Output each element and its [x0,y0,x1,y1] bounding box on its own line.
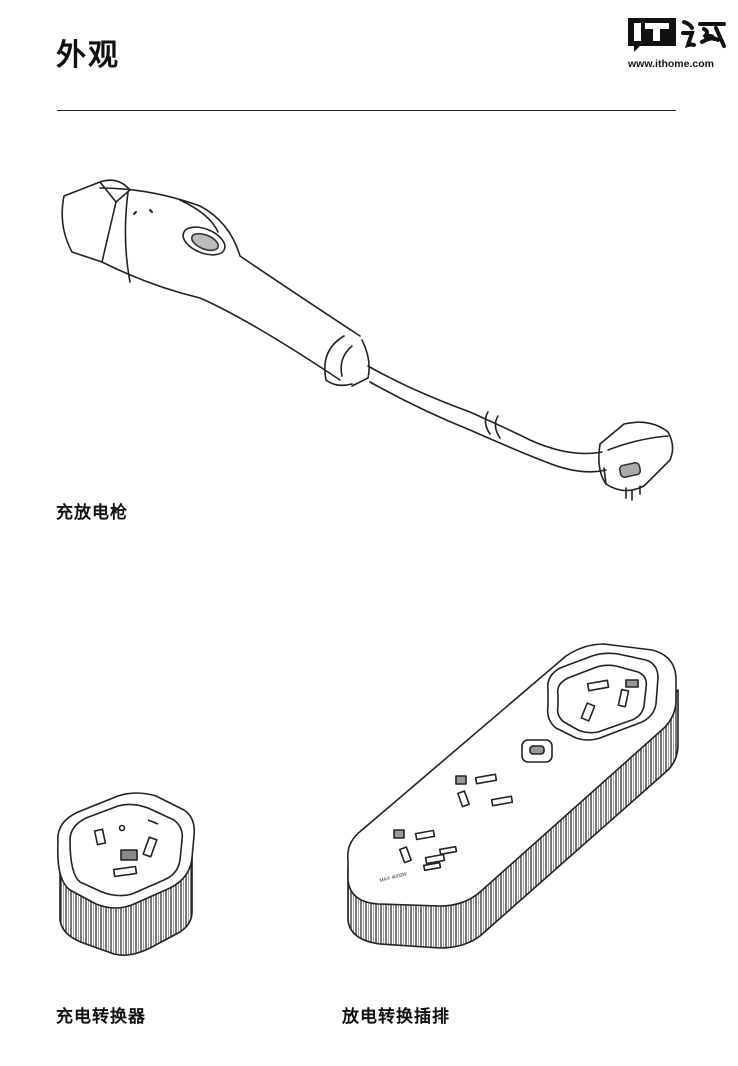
figure-caption-gun: 充放电枪 [56,503,128,523]
header-divider [57,110,676,111]
figure-caption-converter: 充电转换器 [56,1007,146,1027]
page-title: 外观 [56,38,120,73]
figure-caption-power-strip: 放电转换插排 [342,1007,450,1027]
logo-url: www.ithome.com [628,58,714,70]
ithome-logo-mark [628,18,726,52]
ithome-logo[interactable]: www.ithome.com [626,14,730,74]
